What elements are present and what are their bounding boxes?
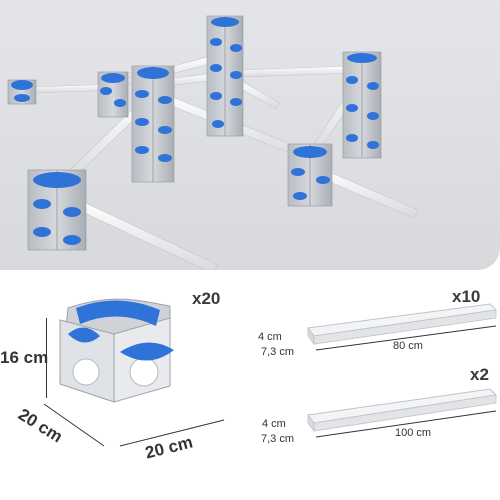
tower-back-center [206, 15, 244, 137]
tower-front-right [287, 143, 333, 207]
rail-short-width: 7,3 cm [261, 346, 295, 358]
rail-long-length: 100 cm [395, 427, 432, 439]
cube-height-line [46, 318, 47, 398]
tower-back-left [97, 71, 129, 118]
tower-right [342, 51, 382, 159]
tower-center-front [131, 65, 175, 183]
rail-long-width: 7,3 cm [261, 433, 295, 445]
rail-long-thickness: 4 cm [262, 418, 286, 430]
tower-front-left [27, 169, 87, 251]
marble-run-illustration [7, 15, 419, 270]
rail-long-quantity: x2 [470, 365, 489, 384]
cube-piece-illustration [59, 298, 174, 403]
cube-quantity: x20 [192, 289, 221, 308]
assembled-marble-run-photo [0, 0, 500, 270]
rail-short-illustration [307, 303, 498, 351]
cube-height-label: 16 cm [0, 348, 49, 367]
rail-long-illustration [307, 388, 498, 438]
rail-short-thickness: 4 cm [258, 331, 282, 343]
rail-short-length: 80 cm [393, 340, 423, 352]
cube-base-lines [43, 403, 225, 447]
rail-short-quantity: x10 [452, 287, 481, 306]
tower-far-left [7, 79, 37, 105]
